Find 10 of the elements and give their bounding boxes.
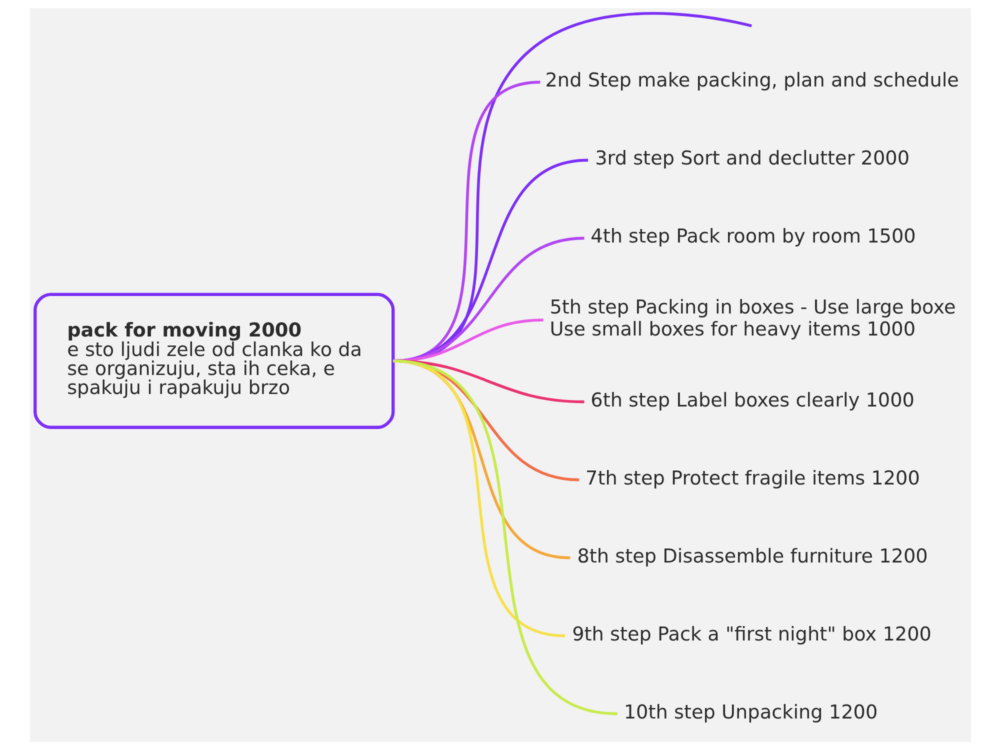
node-box: pack for moving 2000 e sto ljudi zele od clanka ko da se organizuju, sta ih ceka, e spakuju i rapakuju brzo <box>33 292 394 429</box>
node-text: 5th step Packing in boxes - Use large boxe Use small boxes for heavy items 1000 <box>549 296 956 340</box>
node-text: 3rd step Sort and declutter 2000 <box>594 146 910 170</box>
node-text: 4th step Pack room by room 1500 <box>590 224 916 248</box>
node-text: 9th step Pack a "first night" box 1200 <box>572 622 932 646</box>
node-text: 2nd Step make packing, plan and schedule <box>544 68 958 92</box>
node-text: 6th step Label boxes clearly 1000 <box>590 388 914 412</box>
node-text: 7th step Protect fragile items 1200 <box>585 466 920 490</box>
node-text: 8th step Disassemble furniture 1200 <box>576 544 928 568</box>
node-text: 10th step Unpacking 1200 <box>623 700 878 724</box>
